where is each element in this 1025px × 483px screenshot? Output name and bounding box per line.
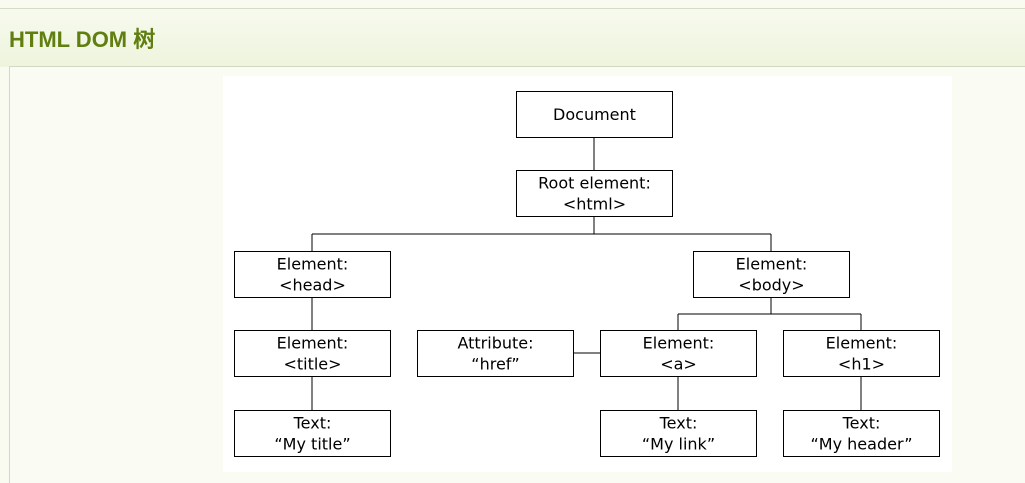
node-box [783,330,940,377]
node-head: Element: <head> [234,251,391,298]
node-box [600,410,757,457]
node-title: Element: <title> [234,330,391,377]
node-label: Text: [659,414,698,433]
node-label: “href” [471,355,519,374]
node-label: “My title” [274,435,350,454]
node-box [600,330,757,377]
node-h1: Element: <h1> [783,330,940,377]
top-rule [0,8,1025,9]
node-label: Document [553,105,636,124]
node-label: “My link” [642,435,715,454]
section-header [0,9,1025,67]
node-box [234,410,391,457]
node-a: Element: <a> [600,330,757,377]
node-label: <html> [563,195,626,214]
node-label: Element: [826,334,898,353]
node-label: “My header” [811,435,913,454]
node-label: <h1> [838,355,885,374]
node-box [234,251,391,298]
node-label: Element: [277,334,349,353]
node-label: <head> [279,276,346,295]
node-label: Attribute: [457,334,533,353]
node-box [417,330,574,377]
node-label: <title> [283,355,341,374]
page-title: HTML DOM 树 [9,27,156,52]
node-text-title: Text: “My title” [234,410,391,457]
node-root: Root element: <html> [516,170,673,217]
node-label: <body> [738,276,804,295]
node-label: <a> [660,355,697,374]
node-label: Element: [277,255,349,274]
node-document: Document [516,91,673,138]
node-box [783,410,940,457]
node-label: Element: [736,255,808,274]
node-attr: Attribute: “href” [417,330,574,377]
node-text-link: Text: “My link” [600,410,757,457]
node-label: Text: [293,414,332,433]
node-box [693,251,850,298]
node-box [516,91,673,138]
node-label: Element: [643,334,715,353]
node-label: Text: [842,414,881,433]
node-label: Root element: [538,174,651,193]
edges-layer [311,137,862,410]
node-box [234,330,391,377]
node-box [516,170,673,217]
node-text-header: Text: “My header” [783,410,940,457]
node-body: Element: <body> [693,251,850,298]
